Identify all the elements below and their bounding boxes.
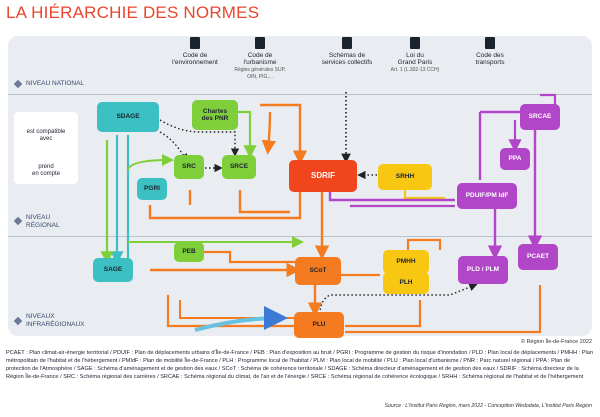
box-chartes-pnr: Chartes des PNR — [192, 100, 238, 130]
doc-urbanisme: Code de l'urbanisme Règles générales SUP… — [230, 37, 290, 82]
legend-compatible-line1: est compatible — [26, 129, 66, 135]
national-separator — [8, 94, 592, 95]
book-icon — [190, 37, 200, 49]
box-sage: SAGE — [93, 258, 133, 282]
level-infra-line2: INFRARÉGIONAUX — [26, 321, 85, 328]
level-national: NIVEAU NATIONAL — [26, 80, 85, 87]
box-pld-plm: PLD / PLM — [458, 256, 508, 284]
book-icon — [255, 37, 265, 49]
box-ppa: PPA — [500, 148, 530, 170]
level-infra-line1: NIVEAUX — [26, 313, 55, 320]
legend-compatible-line2: avec — [39, 136, 53, 142]
box-sdage: SDAGE — [97, 102, 159, 132]
level-regional-line2: RÉGIONAL — [26, 222, 60, 229]
legend: est compatible avec prend en compte — [14, 112, 78, 184]
source-credit: Source : L'Institut Paris Region, mars 2… — [384, 403, 592, 409]
book-icon — [485, 37, 495, 49]
book-icon — [410, 37, 420, 49]
box-plu: PLU — [294, 312, 344, 338]
box-srce: SRCE — [222, 155, 256, 179]
box-pcaet: PCAET — [518, 244, 558, 270]
legend-prend-line1: prend — [38, 164, 54, 170]
box-plh: PLH — [383, 272, 429, 294]
doc-environment: Code de l'environnement — [165, 37, 225, 67]
box-pmhh: PMHH — [383, 250, 429, 274]
box-srcae: SRCAE — [520, 104, 560, 130]
box-src: SRC — [174, 155, 204, 179]
box-srhh: SRHH — [378, 164, 432, 190]
box-pgri: PGRI — [137, 178, 167, 200]
page-title: LA HIÉRARCHIE DES NORMES — [6, 3, 260, 22]
footnote-glossary: PCAET : Plan climat-air-énergie territor… — [6, 350, 593, 380]
doc-loi-grand-paris: Loi du Grand Paris Art. 1 (L.302-13 CCH) — [385, 37, 445, 74]
box-pduif: PDUIF/PM IdF — [457, 183, 517, 209]
legend-prend-line2: en compte — [31, 171, 61, 177]
doc-transports: Code des transports — [460, 37, 520, 67]
box-sdrif: SDRIF — [289, 160, 357, 192]
doc-services-collectifs: Schémas de services collectifs — [315, 37, 379, 67]
box-scot: SCoT — [295, 257, 341, 285]
level-regional-line1: NIVEAU — [26, 214, 51, 221]
box-peb: PEB — [174, 242, 204, 262]
copyright: © Région Île-de-France 2022 — [520, 339, 592, 345]
book-icon — [342, 37, 352, 49]
